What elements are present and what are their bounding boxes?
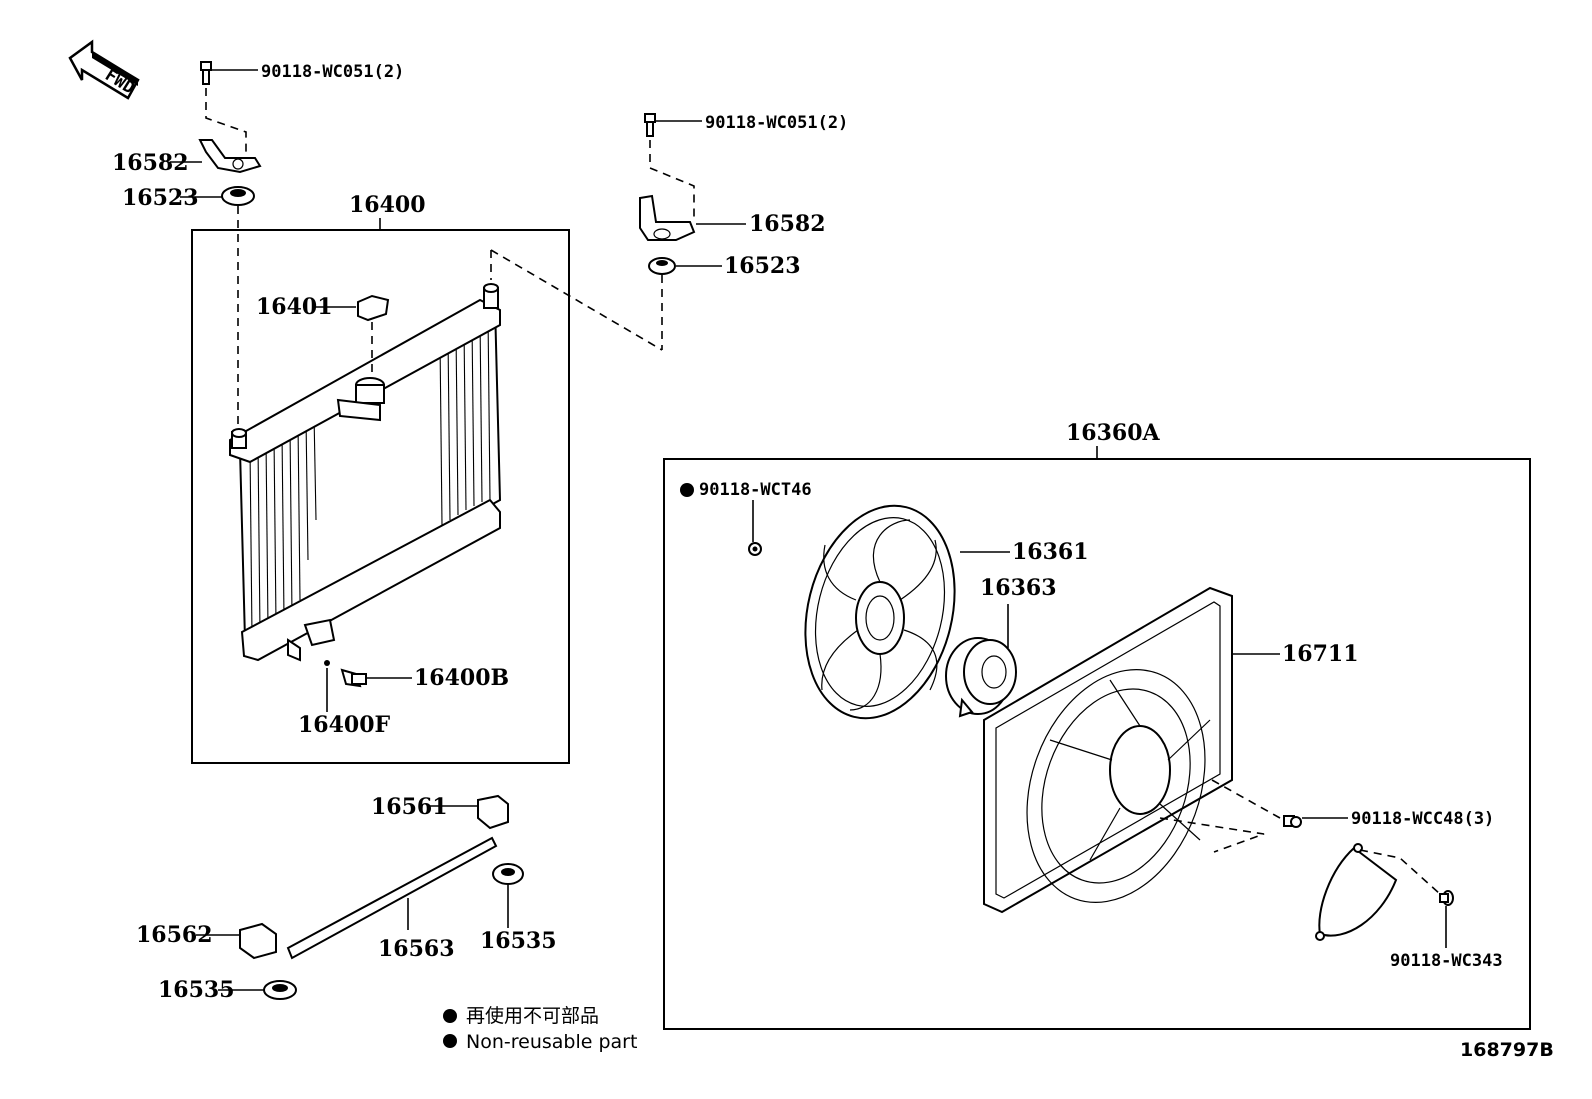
label-drain-cock-plug: 16400B: [414, 665, 509, 691]
label-radiator: 16400: [349, 192, 426, 218]
legend-marker-en: [443, 1034, 457, 1048]
label-seal-16562: 16562: [136, 922, 213, 948]
bracket-right: [639, 194, 696, 241]
label-motor-cover-bolt: 90118-WC343: [1390, 951, 1503, 971]
label-seal-16561: 16561: [371, 794, 448, 820]
label-bolt-top-left: 90118-WC051(2): [261, 62, 404, 82]
radiator-group-box: [191, 229, 570, 764]
label-fan: 16361: [1012, 539, 1089, 565]
fan: [804, 504, 956, 720]
label-fan-assembly: 16360A: [1066, 420, 1161, 446]
drain-cock-plug: [340, 668, 367, 688]
label-fan-nut: 90118-WCT46: [699, 480, 812, 500]
seal-16561: [477, 794, 509, 830]
legend-marker-ja: [443, 1009, 457, 1023]
cushion-16535-b: [263, 980, 297, 1000]
cushion-right: [648, 257, 676, 275]
bolt-top-left: [200, 61, 212, 85]
label-drain-cock-o-ring: 16400F: [298, 712, 391, 738]
radiator: [229, 283, 502, 662]
label-fan-shroud: 16711: [1282, 641, 1359, 667]
non-reusable-marker: [680, 483, 694, 497]
label-fan-motor: 16363: [980, 575, 1057, 601]
legend: 再使用不可部品 Non-reusable part: [443, 1005, 637, 1053]
diagram-id: 168797B: [1460, 1039, 1554, 1061]
seal-16563: [286, 836, 498, 960]
label-bolt-top-right: 90118-WC051(2): [705, 113, 848, 133]
motor-cover: [1315, 843, 1398, 941]
fwd-arrow-icon: FWD: [68, 39, 140, 100]
bracket-left: [198, 139, 262, 174]
legend-english: Non-reusable part: [466, 1031, 637, 1053]
fan-motor: [945, 637, 1017, 718]
fan-shroud: [983, 586, 1233, 914]
label-cushion-16535-a: 16535: [480, 928, 557, 954]
label-radiator-cap: 16401: [256, 294, 333, 320]
shroud-bolt: [1283, 815, 1302, 828]
cushion-16535-a: [492, 863, 524, 885]
seal-16562: [239, 922, 277, 960]
label-cushion-left: 16523: [122, 185, 199, 211]
bolt-top-right: [644, 113, 656, 137]
fan-nut: [748, 542, 762, 556]
label-bracket-left: 16582: [112, 150, 189, 176]
drain-cock-o-ring: [324, 660, 330, 666]
legend-japanese: 再使用不可部品: [466, 1005, 599, 1027]
label-cushion-right: 16523: [724, 253, 801, 279]
label-cushion-16535-b: 16535: [158, 977, 235, 1003]
fan-assembly-group-box: [663, 458, 1531, 1030]
label-bracket-right: 16582: [749, 211, 826, 237]
label-shroud-bolt: 90118-WCC48(3): [1351, 809, 1494, 829]
radiator-cap: [357, 294, 390, 322]
cushion-left: [221, 186, 255, 206]
label-seal-16563: 16563: [378, 936, 455, 962]
motor-cover-bolt: [1439, 890, 1454, 906]
